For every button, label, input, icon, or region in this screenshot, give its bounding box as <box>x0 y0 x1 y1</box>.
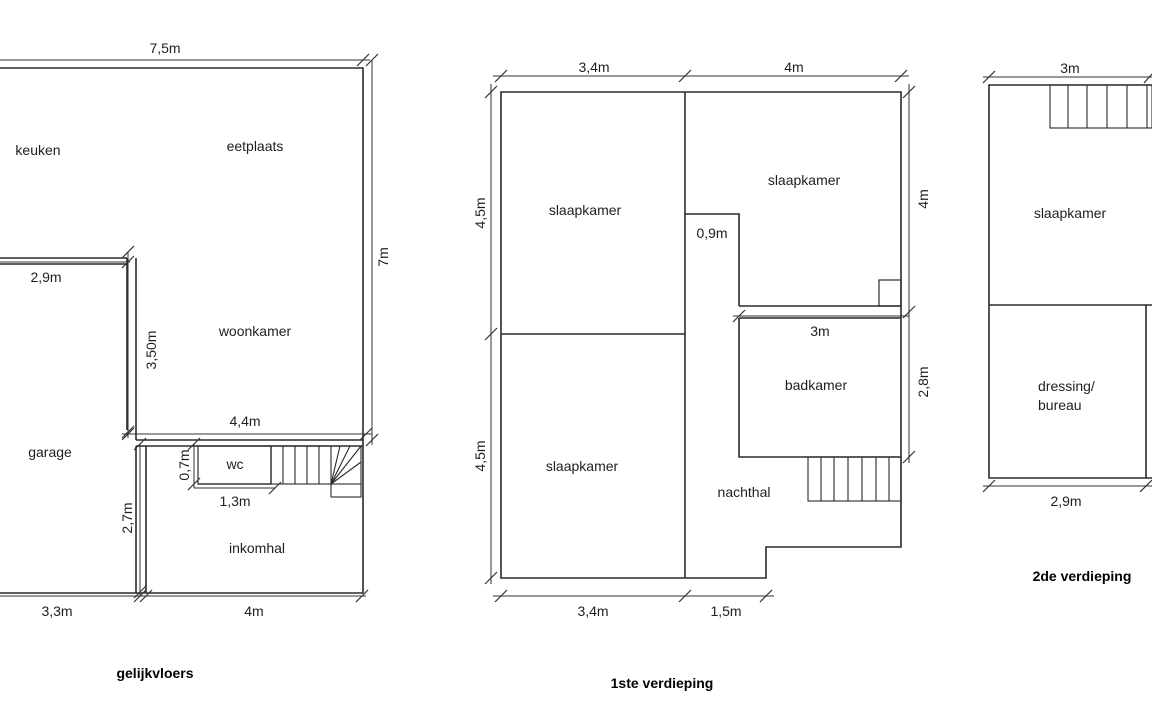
dim-entry-height: 2,7m <box>119 502 135 533</box>
second-outer-wall <box>988 84 1152 479</box>
entry-left-wall <box>135 446 147 593</box>
dim-woonkamer-bottom: 4,4m <box>229 413 260 429</box>
dim-second-bottom: 2,9m <box>1050 493 1081 509</box>
woonkamer-bottom-wall <box>136 439 363 447</box>
floor-title-ground: gelijkvloers <box>116 665 193 681</box>
room-label-garage: garage <box>28 444 72 460</box>
dim-garage-top: 2,9m <box>30 269 61 285</box>
second-floor-plan: slaapkamer dressing/ bureau 3m 2,9m 2de … <box>982 60 1152 584</box>
second-staircase <box>1049 84 1152 129</box>
ground-floor-plan: keuken eetplaats woonkamer garage wc ink… <box>0 40 391 681</box>
dim-ground-right: 7m <box>375 247 391 266</box>
dim-first-bottom-right: 1,5m <box>710 603 741 619</box>
room-label-badkamer: badkamer <box>785 377 848 393</box>
dim-first-top-right: 4m <box>784 59 803 75</box>
dim-first-right-bottom: 2,8m <box>915 366 931 397</box>
ground-outer-wall <box>0 67 364 594</box>
dim-first-left-top: 4,5m <box>472 197 488 228</box>
first-outer-wall <box>500 91 902 579</box>
dim-bath-width: 3m <box>810 323 829 339</box>
dim-first-bottom-left: 3,4m <box>577 603 608 619</box>
room-label-bureau: bureau <box>1038 397 1082 413</box>
dim-wc-width: 1,3m <box>219 493 250 509</box>
room-label-inkomhal: inkomhal <box>229 540 285 556</box>
ground-dimension-lines <box>0 53 379 603</box>
dim-first-top-left: 3,4m <box>578 59 609 75</box>
second-dimension-lines <box>982 70 1152 493</box>
dim-ground-bottom-right: 4m <box>244 603 263 619</box>
dim-second-top: 3m <box>1060 60 1079 76</box>
closet-wall <box>685 213 740 306</box>
room-label-wc: wc <box>225 456 243 472</box>
room-label-slaapkamer-3: slaapkamer <box>546 458 619 474</box>
room-label-dressing: dressing/ <box>1038 378 1095 394</box>
first-staircase <box>807 456 902 502</box>
garage-top-wall <box>0 257 127 265</box>
first-dimension-lines <box>484 69 916 603</box>
floor-title-first: 1ste verdieping <box>611 675 714 691</box>
room-label-slaapkamer-top: slaapkamer <box>1034 205 1107 221</box>
room-label-woonkamer: woonkamer <box>218 323 292 339</box>
dim-woonkamer-left: 3,50m <box>143 331 159 370</box>
dim-ground-bottom-left: 3,3m <box>41 603 72 619</box>
room-label-slaapkamer-2: slaapkamer <box>768 172 841 188</box>
ground-staircase <box>270 445 362 498</box>
dim-first-left-bottom: 4,5m <box>472 440 488 471</box>
dim-wc-height: 0,7m <box>176 449 192 480</box>
floor-title-second: 2de verdieping <box>1033 568 1132 584</box>
dim-closet: 0,9m <box>696 225 727 241</box>
room-label-eetplaats: eetplaats <box>227 138 284 154</box>
first-floor-plan: slaapkamer slaapkamer slaapkamer badkame… <box>472 59 931 691</box>
room-label-slaapkamer-1: slaapkamer <box>549 202 622 218</box>
room-label-keuken: keuken <box>15 142 60 158</box>
shaft <box>878 279 902 307</box>
garage-right-wall <box>126 258 137 440</box>
room-label-nachthal: nachthal <box>718 484 771 500</box>
dim-first-right-top: 4m <box>915 189 931 208</box>
dim-ground-top: 7,5m <box>149 40 180 56</box>
